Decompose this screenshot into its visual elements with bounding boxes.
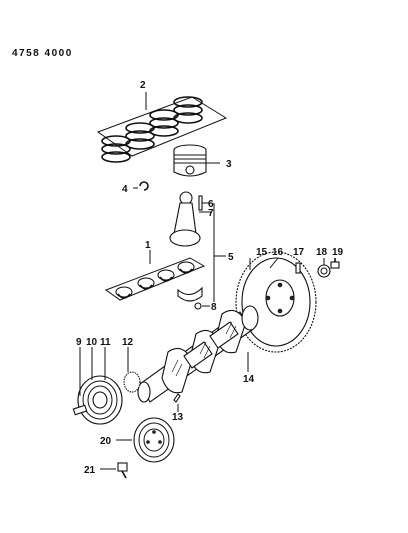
callout-15: 15 [256, 247, 268, 258]
crankshaft-sprocket [123, 347, 141, 393]
callout-5: 5 [228, 252, 234, 263]
callout-20: 20 [100, 436, 112, 447]
pilot-bushing [317, 258, 331, 278]
callout-4: 4 [122, 184, 128, 195]
piston-ring-set [96, 92, 228, 163]
dowel-pin [295, 262, 301, 274]
callout-11: 11 [100, 337, 111, 348]
callout-7: 7 [208, 208, 214, 219]
connecting-rod-cap [177, 286, 210, 310]
callout-16: 16 [272, 247, 284, 258]
callout-13: 13 [172, 412, 184, 423]
piston [173, 144, 220, 177]
callout-12: 12 [122, 337, 134, 348]
callout-17: 17 [293, 247, 305, 258]
flywheel-bolt [330, 258, 340, 269]
crankshaft [137, 305, 259, 403]
piston-pin-clip [133, 181, 149, 191]
callout-10: 10 [86, 337, 98, 348]
document-number: 4758 4000 [12, 48, 73, 59]
callout-2: 2 [140, 80, 146, 91]
callout-9: 9 [76, 337, 82, 348]
woodruff-key [173, 393, 181, 412]
callout-6: 6 [208, 199, 214, 210]
callout-21: 21 [84, 465, 96, 476]
crankshaft-main-bearings [104, 250, 206, 301]
callout-14: 14 [243, 374, 255, 385]
leader-16 [269, 257, 279, 269]
callout-8: 8 [211, 302, 217, 313]
callout-3: 3 [226, 159, 232, 170]
pulley-bolt [100, 462, 128, 479]
callout-19: 19 [332, 247, 344, 258]
flywheel-with-ring-gear [235, 251, 317, 372]
connecting-rod [169, 191, 226, 302]
callout-18: 18 [316, 247, 328, 258]
callout-1: 1 [145, 240, 151, 251]
crankshaft-pulley [72, 347, 123, 425]
damper-pulley [116, 417, 175, 463]
